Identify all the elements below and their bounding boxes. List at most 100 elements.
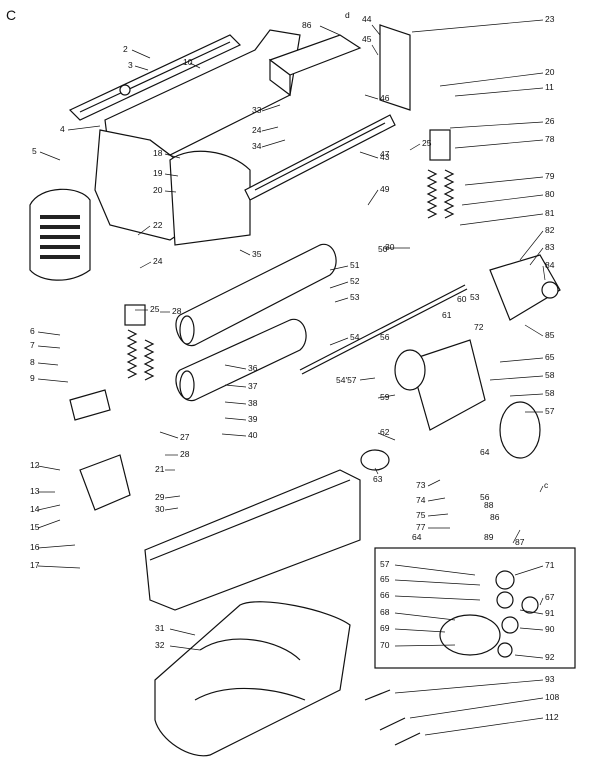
callout: 74 — [416, 495, 426, 505]
callout-labels: 86 2 3 4 5 6 7 8 9 10 11 12 13 14 15 16 … — [30, 10, 559, 736]
callout: 26 — [545, 116, 555, 126]
callout: 68 — [380, 607, 390, 617]
callout: 34 — [252, 141, 262, 151]
right-bracket — [379, 24, 411, 111]
front-housing — [169, 150, 251, 246]
callout: 24 — [153, 256, 163, 266]
callout: 62 — [380, 427, 390, 437]
callout: 72 — [474, 322, 484, 332]
callout: 16 — [30, 542, 40, 552]
callout: 21 — [155, 464, 165, 474]
lower-roller — [175, 318, 307, 402]
callout: 92 — [545, 652, 555, 662]
callout: 75 — [416, 510, 426, 520]
keypad — [29, 188, 91, 281]
callout: 45 — [362, 34, 372, 44]
callout: 38 — [248, 398, 258, 408]
callout: 67 — [545, 592, 555, 602]
guide-rail — [68, 34, 242, 121]
callout: 47 — [380, 149, 390, 159]
callout: 52 — [350, 276, 360, 286]
callout: 24 — [252, 125, 262, 135]
callout: 29 — [155, 492, 165, 502]
left-spring-assembly — [124, 304, 155, 381]
callout: 5 — [32, 146, 37, 156]
scale-bar — [244, 114, 396, 201]
left-bracket — [69, 389, 131, 511]
screws — [364, 689, 421, 746]
right-spring-assembly — [426, 129, 455, 219]
callout: 70 — [380, 640, 390, 650]
callout: 3 — [128, 60, 133, 70]
callout: 78 — [545, 134, 555, 144]
callout: 23 — [545, 14, 555, 24]
callout: 28 — [180, 449, 190, 459]
callout: 61 — [442, 310, 452, 320]
callout: 80 — [545, 189, 555, 199]
upper-roller — [175, 243, 337, 347]
callout: 27 — [180, 432, 190, 442]
callout: 25 — [150, 304, 160, 314]
callout: 54'57 — [336, 375, 357, 385]
callout: 20 — [545, 67, 555, 77]
callout: 44 — [362, 14, 372, 24]
callout: 12 — [30, 460, 40, 470]
drive-rod — [299, 284, 468, 375]
right-lever — [489, 254, 561, 321]
callout: 82 — [545, 225, 555, 235]
callout: 4 — [60, 124, 65, 134]
base-plate — [154, 601, 351, 757]
callout: 56 — [380, 332, 390, 342]
callout: 25 — [422, 138, 432, 148]
callout: 20 — [153, 185, 163, 195]
center-gearbox — [394, 339, 541, 459]
callout: 65 — [380, 574, 390, 584]
callout: 2 — [123, 44, 128, 54]
callout: 93 — [545, 674, 555, 684]
callout: 40 — [248, 430, 258, 440]
callout: 49 — [380, 184, 390, 194]
callout: 17 — [30, 560, 40, 570]
callout: 22 — [153, 220, 163, 230]
callout: 35 — [252, 249, 262, 259]
callout: 50 — [378, 244, 388, 254]
callout: 53 — [470, 292, 480, 302]
callout: 33 — [252, 105, 262, 115]
callout: 86 — [490, 512, 500, 522]
callout: 73 — [416, 480, 426, 490]
callout: 89 — [484, 532, 494, 542]
callout: 64 — [412, 532, 422, 542]
callout: 108 — [545, 692, 559, 702]
callout: 7 — [30, 340, 35, 350]
callout: 13 — [30, 486, 40, 496]
callout: 83 — [545, 242, 555, 252]
callout: 63 — [373, 474, 383, 484]
callout: 81 — [545, 208, 555, 218]
callout: 57 — [545, 406, 555, 416]
callout: 85 — [545, 330, 555, 340]
callout: 71 — [545, 560, 555, 570]
callout: 10 — [183, 57, 193, 67]
callout: 36 — [248, 363, 258, 373]
callout: 60 — [457, 294, 467, 304]
callout: 18 — [153, 148, 163, 158]
callout: 39 — [248, 414, 258, 424]
callout: 19 — [153, 168, 163, 178]
callout: d — [345, 10, 350, 20]
callout: 90 — [545, 624, 555, 634]
lower-frame — [144, 469, 361, 611]
callout: 43 — [380, 152, 390, 162]
top-block — [268, 34, 362, 97]
callout: 8 — [30, 357, 35, 367]
callout: 86 — [302, 20, 312, 30]
callout: c — [544, 480, 549, 490]
motor — [360, 449, 390, 471]
callout: 14 — [30, 504, 40, 514]
callout: 77 — [416, 522, 426, 532]
callout: 37 — [248, 381, 258, 391]
callout: 31 — [155, 623, 165, 633]
callout: 11 — [545, 82, 554, 92]
callout: 56 — [480, 492, 490, 502]
callout: 87 — [515, 537, 525, 547]
callout: 53 — [350, 292, 360, 302]
